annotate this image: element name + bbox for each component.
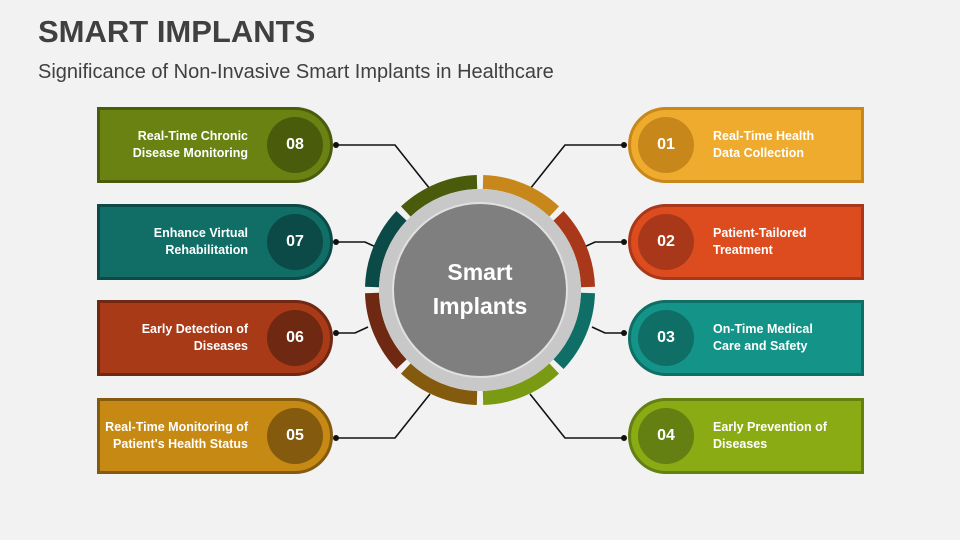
ring-segment-03 [553, 292, 595, 370]
ring-segment-04 [482, 363, 560, 405]
connector-04 [529, 393, 624, 439]
item-card-03: 03 On-Time Medical Care and Safety [628, 300, 864, 376]
item-label: Enhance Virtual Rehabilitation [153, 226, 248, 257]
connector-05 [336, 393, 431, 439]
item-label: Patient-Tailored Treatment [713, 226, 807, 257]
item-number-badge: 01 [638, 117, 694, 173]
item-card-02: 02 Patient-Tailored Treatment [628, 204, 864, 280]
connector-01 [529, 144, 624, 190]
item-label: On-Time Medical Care and Safety [713, 322, 813, 353]
ring-segment-05 [400, 363, 478, 405]
outer-ring [365, 175, 595, 405]
ring-segment-02 [553, 210, 595, 288]
ring-segment-08 [400, 175, 478, 217]
item-number-badge: 02 [638, 214, 694, 270]
connector-dots [333, 142, 627, 441]
item-label: Early Prevention of Diseases [713, 420, 827, 451]
ring-segment-06 [365, 292, 407, 370]
item-label: Real-Time Chronic Disease Monitoring [132, 129, 248, 160]
page-subtitle: Significance of Non-Invasive Smart Impla… [38, 61, 554, 83]
connector-06 [336, 326, 369, 334]
item-number-badge: 03 [638, 310, 694, 366]
item-number-badge: 04 [638, 408, 694, 464]
item-card-06: Early Detection of Diseases 06 [97, 300, 333, 376]
connector-03 [591, 326, 624, 334]
item-card-07: Enhance Virtual Rehabilitation 07 [97, 204, 333, 280]
item-number-badge: 05 [267, 408, 323, 464]
item-label: Early Detection of Diseases [141, 322, 248, 353]
item-card-01: 01 Real-Time Health Data Collection [628, 107, 864, 183]
item-label: Real-Time Health Data Collection [713, 129, 815, 160]
item-number-badge: 08 [267, 117, 323, 173]
center-label: Smart Implants [432, 259, 528, 319]
item-number-badge: 07 [267, 214, 323, 270]
center-circle [392, 202, 568, 378]
item-label: Real-Time Monitoring of Patient's Health… [105, 420, 248, 451]
ring-segment-07 [365, 210, 407, 288]
item-card-05: Real-Time Monitoring of Patient's Health… [97, 398, 333, 474]
item-card-04: 04 Early Prevention of Diseases [628, 398, 864, 474]
item-number-badge: 06 [267, 310, 323, 366]
page-title: SMART IMPLANTS [38, 14, 316, 49]
connector-02 [581, 241, 624, 249]
connector-lines [336, 144, 624, 439]
connector-08 [336, 144, 431, 190]
ring-segment-01 [482, 175, 560, 217]
connector-07 [336, 241, 379, 249]
item-card-08: Real-Time Chronic Disease Monitoring 08 [97, 107, 333, 183]
